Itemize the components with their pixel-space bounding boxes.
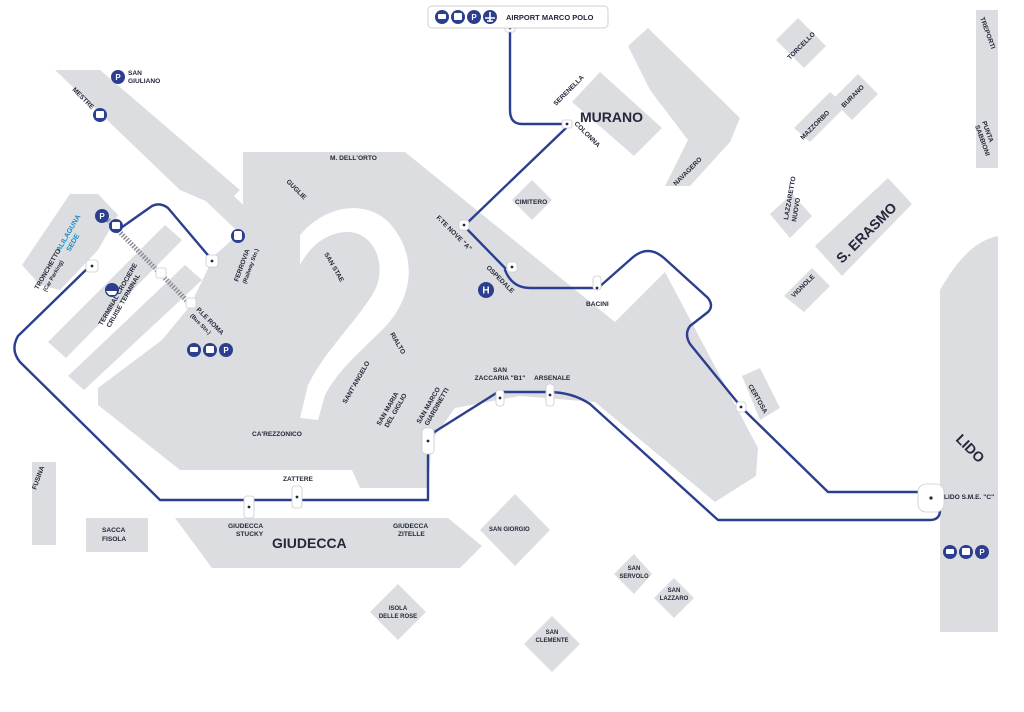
lazzaretto-island (770, 194, 812, 238)
parking-icon (95, 209, 109, 223)
san-giorgio-island (480, 494, 550, 566)
svg-text:P: P (979, 548, 985, 557)
san-lazzaro-island (654, 578, 694, 618)
parking-icon (467, 10, 481, 24)
san-giuliano-label: SAN (128, 70, 142, 77)
stop-bacini[interactable] (592, 275, 602, 291)
certosa-island (742, 368, 780, 420)
arsenale-label: ARSENALE (534, 375, 571, 382)
san-zaccaria-label: SAN (493, 367, 507, 374)
svg-text:GIULIANO: GIULIANO (128, 78, 160, 85)
san-servolo-label: SAN (628, 566, 641, 572)
causeway-road (110, 100, 270, 245)
mazzorbo-island (794, 92, 846, 142)
svg-text:NUOVO: NUOVO (791, 197, 802, 222)
route-airport-murano (508, 26, 568, 126)
zattere-label: ZATTERE (283, 476, 314, 483)
giudecca-stucky-label: GIUDECCA (228, 523, 263, 530)
carezzonico-label: CA'REZZONICO (252, 431, 302, 438)
svg-text:CLEMENTE: CLEMENTE (536, 638, 569, 644)
venice-main-island (98, 152, 758, 502)
murano-island (572, 72, 662, 156)
route-ospedale-lido (503, 249, 932, 494)
giudecca-zitelle-label: GIUDECCA (393, 523, 428, 530)
stop-ple-roma[interactable] (185, 297, 197, 309)
grand-canal (300, 208, 409, 420)
svg-text:FISOLA: FISOLA (102, 536, 126, 543)
lido-sme-label: LIDO S.M.E. "C" (944, 494, 994, 501)
treporti-strip (976, 10, 998, 168)
isola-rose-label: ISOLA (389, 606, 408, 612)
san-clemente-island (524, 616, 580, 672)
svg-text:P: P (223, 346, 229, 355)
svg-text:DELLE ROSE: DELLE ROSE (379, 614, 417, 620)
stop-terminal[interactable] (155, 267, 167, 279)
torcello-island (776, 18, 826, 68)
murano-label: MURANO (580, 109, 643, 125)
airport-badge-group: P AIRPORT MARCO POLO (427, 5, 609, 29)
svg-text:P: P (99, 212, 105, 221)
airport-label: AIRPORT MARCO POLO (506, 13, 594, 22)
svg-text:STUCKY: STUCKY (236, 531, 264, 538)
route-tronchetto-ferrovia (116, 203, 214, 262)
svg-text:ZACCARIA "B1": ZACCARIA "B1" (475, 375, 526, 382)
fusina-strip (32, 462, 56, 545)
parking-icon (975, 545, 989, 559)
san-lazzaro-label: SAN (668, 588, 681, 594)
s-erasmo-island (815, 178, 912, 276)
route-tronchetto-loop (13, 262, 942, 522)
lido-island (940, 236, 998, 632)
tronchetto-island (22, 194, 118, 290)
san-giorgio-label: SAN GIORGIO (489, 527, 530, 533)
hospital-group: H (478, 282, 494, 298)
svg-text:P: P (471, 13, 477, 22)
tronchetto-icons: P (95, 209, 123, 297)
sacca-fisola-island (86, 518, 148, 552)
m-dell-orto-label: M. DELL'ORTO (330, 155, 377, 162)
vignole-island (784, 268, 830, 312)
svg-text:H: H (482, 286, 489, 297)
cimitero-island (512, 180, 552, 220)
svg-text:ZITELLE: ZITELLE (398, 531, 425, 538)
giudecca-label: GIUDECCA (272, 535, 347, 551)
ple-roma-icons: P (187, 343, 233, 357)
land-layer (22, 10, 998, 672)
burano-island (832, 74, 878, 120)
bacini-label: BACINI (586, 301, 609, 308)
san-servolo-island (614, 554, 652, 594)
isola-rose-island (370, 584, 426, 640)
navagero-island (628, 28, 740, 186)
parking-icon (219, 343, 233, 357)
ferrovia-icon-group (231, 229, 245, 243)
sacca-fisola-label: SACCA (102, 527, 126, 534)
san-clemente-label: SAN (546, 630, 559, 636)
svg-text:SERVOLO: SERVOLO (619, 574, 649, 580)
san-giuliano-group: P SAN GIULIANO (111, 70, 160, 85)
cruise-pier-2 (68, 265, 202, 390)
hospital-icon (478, 282, 494, 298)
cimitero-label: CIMITERO (515, 199, 547, 206)
giudecca-island (175, 518, 482, 568)
svg-text:LAZZARO: LAZZARO (660, 596, 689, 602)
parking-icon (111, 70, 125, 84)
svg-text:P: P (115, 73, 121, 82)
lido-icons: P (943, 545, 989, 559)
